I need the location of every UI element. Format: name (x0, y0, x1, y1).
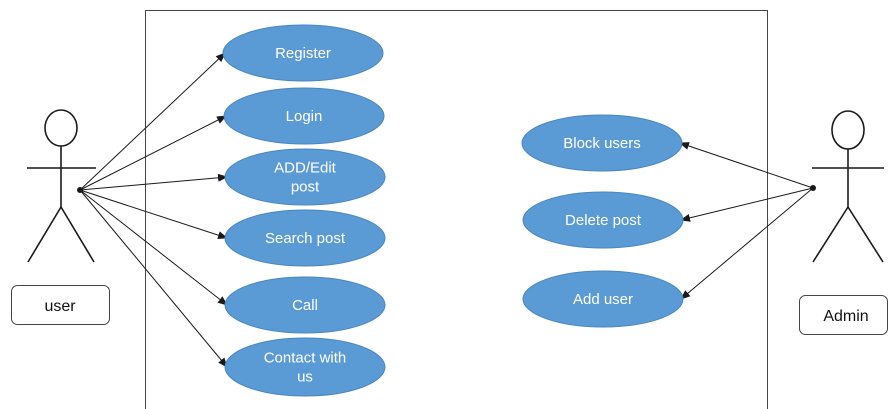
use-case-label-block-users: Block users (563, 135, 641, 152)
association-user-call (79, 189, 228, 306)
association-user-search-post (79, 189, 228, 240)
use-case-search-post: Search post (224, 209, 386, 267)
use-case-label-add-edit-post-line-2: post (291, 179, 320, 196)
association-user-contact-with-us (79, 189, 228, 368)
association-user-add-edit-post (79, 173, 228, 191)
admin-actor-label: Admin (823, 308, 868, 325)
use-case-add-user: Add user (522, 270, 684, 328)
user-label-box (11, 285, 110, 325)
user-actor-label: user (44, 298, 76, 315)
user-actor-figure (27, 109, 96, 263)
use-case-call: Call (224, 276, 386, 334)
use-case-ellipse-delete-post (522, 191, 684, 249)
use-case-ellipse-contact-with-us (224, 337, 386, 397)
use-case-label-search-post: Search post (265, 230, 346, 247)
use-case-ellipse-add-user (522, 270, 684, 328)
use-case-label-add-edit-post-line-1: ADD/Edit (274, 160, 337, 177)
use-case-login: Login (223, 87, 385, 145)
admin-actor-figure (812, 110, 884, 263)
use-case-delete-post: Delete post (522, 191, 684, 249)
use-case-ellipse-call (224, 276, 386, 334)
use-case-ellipse-block-users (521, 114, 683, 172)
association-lines (77, 52, 816, 368)
use-case-ellipse-search-post (224, 209, 386, 267)
use-case-label-add-user: Add user (573, 291, 633, 308)
use-case-add-edit-post: ADD/Edit post (224, 148, 386, 206)
use-case-label-contact-with-us-line-1: Contact with (264, 350, 347, 367)
use-case-ellipse-login (223, 87, 385, 145)
association-user-login (79, 115, 227, 191)
association-admin-delete-post (680, 187, 814, 222)
association-admin-add-user (680, 187, 814, 300)
use-case-contact-with-us: Contact with us (224, 337, 386, 397)
use-case-ellipse-add-edit-post (224, 148, 386, 206)
use-case-label-contact-with-us-line-2: us (297, 369, 313, 386)
use-case-label-login: Login (286, 108, 323, 125)
use-case-label-register: Register (275, 45, 331, 62)
association-admin-block-users (679, 142, 814, 189)
use-case-label-call: Call (292, 297, 318, 314)
association-user-register (79, 52, 226, 191)
use-case-ellipse-register (222, 24, 384, 82)
use-case-block-users: Block users (521, 114, 683, 172)
use-case-label-delete-post: Delete post (565, 212, 642, 229)
use-case-register: Register (222, 24, 384, 82)
system-boundary (145, 10, 768, 409)
